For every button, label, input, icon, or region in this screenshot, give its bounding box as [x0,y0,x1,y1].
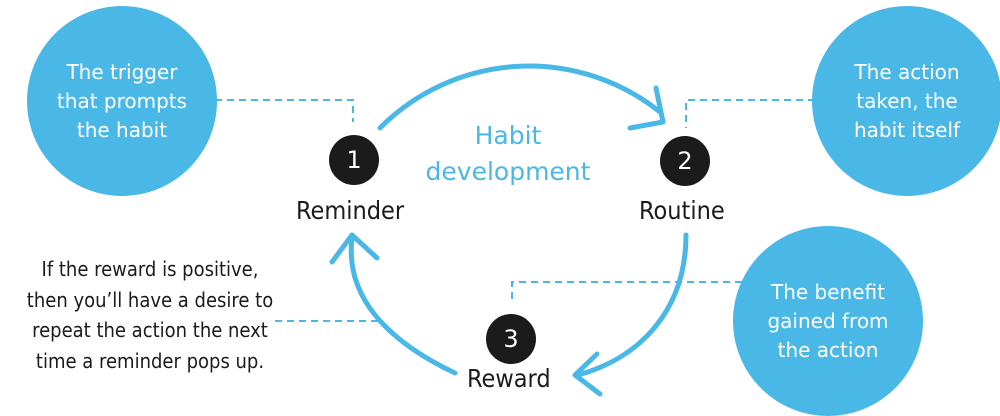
reward-description-line: The benefit [771,279,885,304]
reward-description-bubble: The benefit gained from the action [733,226,923,416]
arrowhead-routine [627,85,666,131]
diagram-title-line: development [425,157,591,186]
routine-description-bubble: The action taken, the habit itself [812,6,1000,196]
reminder-description-line: The trigger [66,59,178,84]
reward-description-line: gained from [767,308,889,333]
reward-description-line: the action [777,337,879,362]
reminder-description-bubble: The trigger that prompts the habit [27,6,217,196]
connector-reminder [215,99,354,122]
step-1-label: Reminder [296,196,405,225]
step-3-label: Reward [467,364,551,393]
cycle-arrow-reminder-to-routine [377,63,663,131]
routine-description-line: taken, the [856,88,958,113]
diagram-title: Habit development [408,118,608,190]
diagram-title-line: Habit [474,121,542,150]
reward-note: If the reward is positive, then you’ll h… [0,254,300,376]
connector-reward [511,281,742,302]
arrowhead-reward [572,351,603,397]
cycle-arrow-routine-to-reward [575,232,689,378]
step-1-marker: 1 [329,135,379,185]
reward-note-line: then you’ll have a desire to [26,287,274,312]
reward-note-line: time a reminder pops up. [35,348,265,373]
reward-note-line: If the reward is positive, [41,257,259,281]
routine-description-line: habit itself [853,117,961,142]
step-3-marker: 3 [486,314,536,364]
step-2-label: Routine [639,196,725,225]
arrowhead-reminder [329,232,380,265]
reminder-description-line: the habit [76,117,168,142]
step-2-marker: 2 [660,136,710,186]
reminder-description-line: that prompts [56,88,188,113]
cycle-arrow-reward-to-reminder [348,235,458,376]
connector-routine [685,99,815,128]
reward-note-line: repeat the action the next [32,318,268,342]
routine-description-line: The action [854,59,960,84]
